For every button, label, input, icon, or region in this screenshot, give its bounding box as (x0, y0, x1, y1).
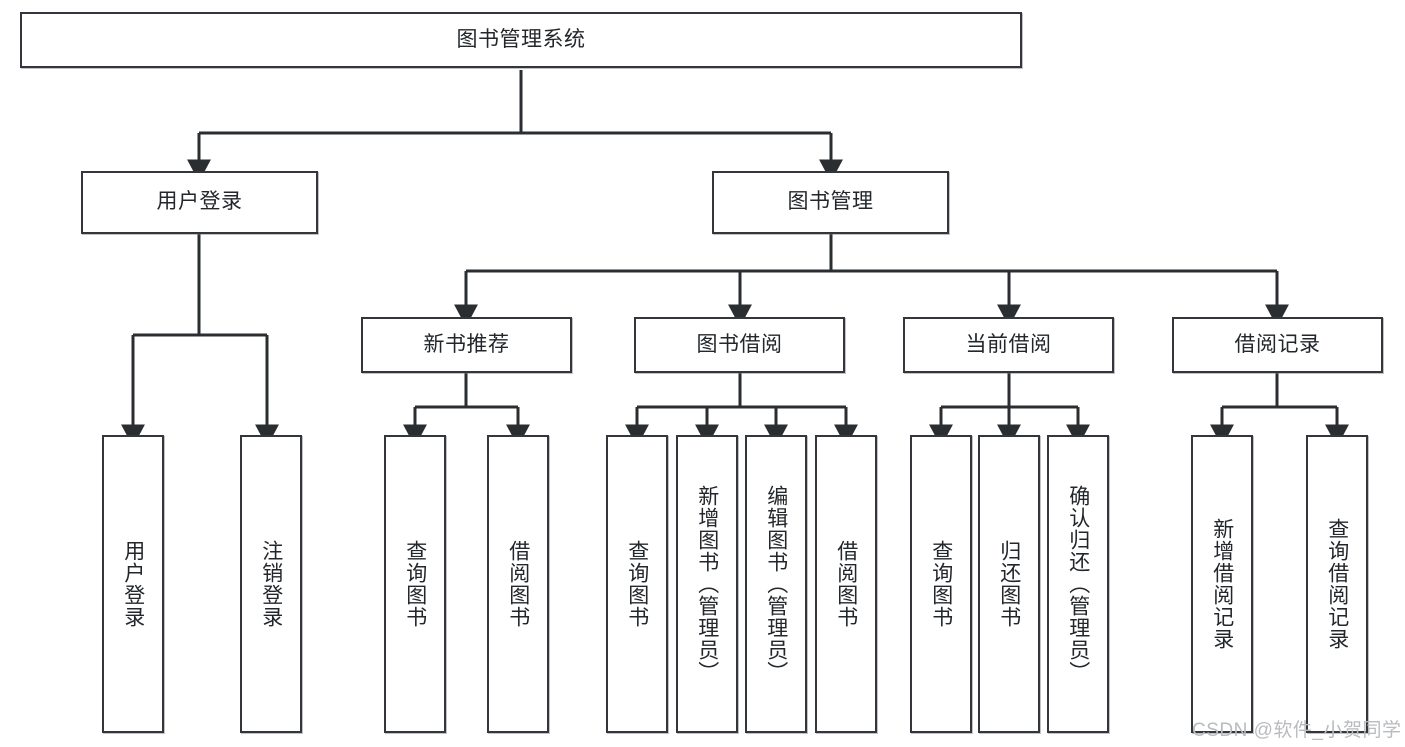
node-current-borrow[interactable]: 当前借阅 (903, 317, 1114, 373)
node-leaf-add-book-label: 新增图书（管理员） (695, 485, 719, 683)
node-leaf-query-record-label: 查询借阅记录 (1325, 518, 1349, 650)
node-leaf-edit-book-label: 编辑图书（管理员） (764, 485, 788, 683)
node-leaf-user-logout[interactable]: 注销登录 (240, 435, 302, 733)
node-leaf-borrow-book-2-label: 借阅图书 (834, 540, 858, 628)
node-root[interactable]: 图书管理系统 (20, 12, 1022, 68)
node-leaf-borrow-book-1-label: 借阅图书 (506, 540, 530, 628)
node-leaf-query-book-3-label: 查询图书 (929, 540, 953, 628)
node-leaf-query-book-1-label: 查询图书 (403, 540, 427, 628)
node-leaf-query-record[interactable]: 查询借阅记录 (1306, 435, 1368, 733)
node-leaf-confirm-return-label: 确认归还（管理员） (1066, 485, 1090, 683)
node-leaf-user-logout-label: 注销登录 (259, 540, 283, 628)
node-leaf-add-record[interactable]: 新增借阅记录 (1191, 435, 1253, 733)
node-root-label: 图书管理系统 (456, 27, 586, 51)
node-borrow-record-label: 借阅记录 (1234, 332, 1321, 356)
node-book-borrow[interactable]: 图书借阅 (634, 317, 845, 373)
node-borrow-record[interactable]: 借阅记录 (1172, 317, 1383, 373)
node-leaf-user-login[interactable]: 用户登录 (102, 435, 164, 733)
node-leaf-borrow-book-2[interactable]: 借阅图书 (815, 435, 877, 733)
node-user-login[interactable]: 用户登录 (81, 171, 318, 234)
node-leaf-query-book-2[interactable]: 查询图书 (606, 435, 668, 733)
node-leaf-query-book-1[interactable]: 查询图书 (384, 435, 446, 733)
node-book-management[interactable]: 图书管理 (712, 171, 949, 234)
node-book-borrow-label: 图书借阅 (696, 332, 783, 356)
node-leaf-borrow-book-1[interactable]: 借阅图书 (487, 435, 549, 733)
node-leaf-return-book-label: 归还图书 (997, 540, 1021, 628)
node-leaf-user-login-label: 用户登录 (121, 540, 145, 628)
csdn-watermark: CSDN @软件_小贺同学 (1192, 720, 1402, 741)
node-leaf-edit-book[interactable]: 编辑图书（管理员） (745, 435, 807, 733)
node-leaf-query-book-3[interactable]: 查询图书 (910, 435, 972, 733)
node-new-book-recommend-label: 新书推荐 (423, 332, 510, 356)
node-leaf-confirm-return[interactable]: 确认归还（管理员） (1047, 435, 1109, 733)
node-new-book-recommend[interactable]: 新书推荐 (361, 317, 572, 373)
node-leaf-add-book[interactable]: 新增图书（管理员） (676, 435, 738, 733)
node-user-login-label: 用户登录 (156, 190, 243, 214)
node-book-management-label: 图书管理 (787, 190, 874, 214)
node-leaf-add-record-label: 新增借阅记录 (1210, 518, 1234, 650)
node-leaf-query-book-2-label: 查询图书 (625, 540, 649, 628)
node-current-borrow-label: 当前借阅 (965, 332, 1052, 356)
node-leaf-return-book[interactable]: 归还图书 (978, 435, 1040, 733)
